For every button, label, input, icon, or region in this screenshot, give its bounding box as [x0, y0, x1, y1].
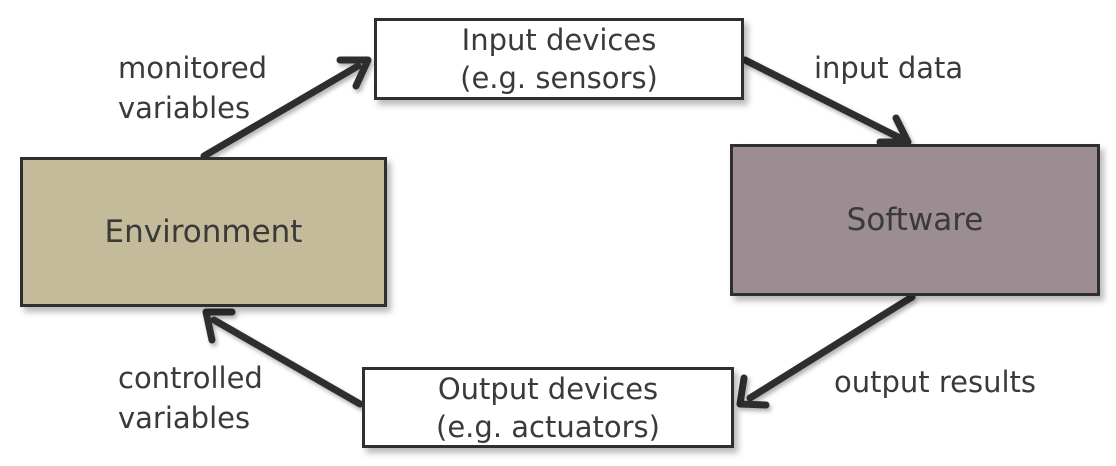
arrow-input-to-software — [741, 56, 912, 146]
output-results-text: output results — [834, 365, 1037, 399]
output-devices-title: Output devices — [437, 371, 659, 406]
software-node: Software — [730, 144, 1100, 296]
monitored-variables-label: monitored variables — [118, 48, 267, 128]
input-data-text: input data — [814, 51, 964, 85]
monitored-line2: variables — [118, 91, 251, 125]
arrow-output-to-environment — [202, 308, 364, 408]
software-label: Software — [846, 202, 984, 238]
monitored-line1: monitored — [118, 51, 268, 85]
controlled-line1: controlled — [118, 361, 263, 395]
input-devices-example: (e.g. sensors) — [460, 61, 658, 95]
input-devices-title: Input devices — [461, 23, 657, 57]
controlled-variables-label: controlled variables — [118, 358, 263, 438]
input-devices-node: Input devices (e.g. sensors) — [374, 18, 744, 100]
input-data-label: input data — [814, 48, 963, 88]
output-devices-example: (e.g. actuators) — [436, 409, 660, 444]
environment-node: Environment — [20, 157, 387, 307]
arrow-environment-to-input — [200, 56, 372, 160]
arrow-software-to-output — [736, 293, 916, 409]
environment-label: Environment — [104, 214, 303, 250]
controlled-line2: variables — [118, 401, 251, 435]
output-results-label: output results — [834, 362, 1036, 402]
output-devices-node: Output devices (e.g. actuators) — [362, 367, 734, 448]
